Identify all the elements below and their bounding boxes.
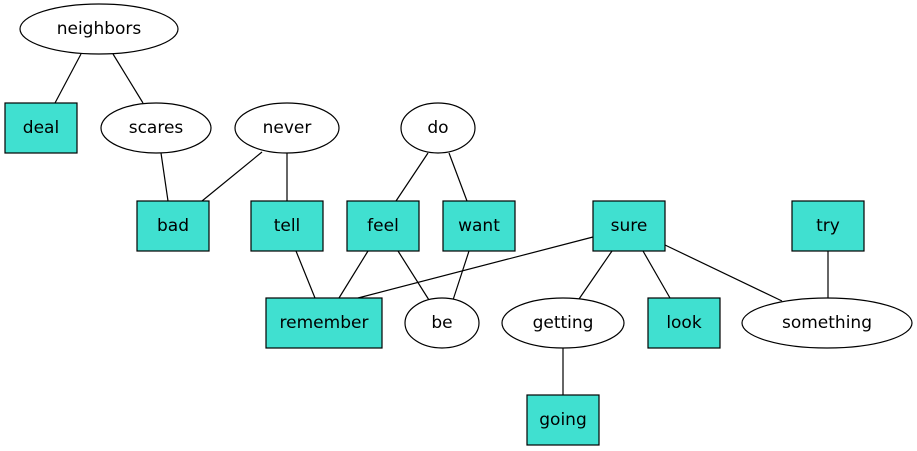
node-be: be: [404, 297, 480, 349]
edge-do-feel: [395, 152, 429, 202]
node-feel-label: feel: [367, 216, 399, 236]
node-tell-box: [250, 200, 324, 252]
node-tell-label: tell: [274, 216, 301, 236]
node-try-label: try: [816, 216, 840, 236]
edge-scares-bad: [160, 152, 169, 202]
edge-do-want: [448, 152, 468, 202]
node-be-ellipse: [404, 297, 480, 349]
node-going-label: going: [539, 410, 586, 430]
edge-tell-remember: [295, 250, 316, 299]
node-getting-ellipse: [501, 297, 625, 349]
node-do-label: do: [427, 118, 448, 138]
node-deal: deal: [4, 102, 78, 154]
node-bad: bad: [136, 200, 210, 252]
node-sure-label: sure: [611, 216, 648, 236]
node-never-ellipse: [234, 102, 340, 154]
node-try: try: [791, 200, 865, 252]
edge-neighbors-deal: [54, 53, 82, 104]
node-look-box: [647, 297, 721, 349]
node-want: want: [442, 200, 516, 252]
edge-sure-something: [664, 244, 783, 302]
node-scares-label: scares: [129, 118, 184, 138]
edge-sure-look: [642, 250, 671, 299]
node-scares-ellipse: [100, 102, 212, 154]
node-going: going: [526, 394, 600, 446]
node-look-label: look: [666, 313, 702, 333]
edge-feel-be: [397, 250, 430, 301]
node-something-label: something: [782, 313, 872, 333]
node-deal-label: deal: [23, 118, 59, 138]
edge-feel-remember: [338, 250, 369, 299]
nodes-layer: neighbors deal scares never do bad tell feel wan…: [4, 3, 913, 446]
node-feel: feel: [346, 200, 420, 252]
node-scares: scares: [100, 102, 212, 154]
node-do: do: [400, 102, 476, 154]
node-getting-label: getting: [533, 313, 594, 333]
edge-sure-getting: [578, 250, 613, 300]
node-sure-box: [592, 200, 666, 252]
node-feel-box: [346, 200, 420, 252]
node-be-label: be: [431, 313, 452, 333]
node-something-ellipse: [741, 297, 913, 349]
node-do-ellipse: [400, 102, 476, 154]
edges-layer: [54, 53, 829, 395]
node-remember-label: remember: [280, 313, 369, 333]
node-getting: getting: [501, 297, 625, 349]
node-remember: remember: [265, 297, 383, 349]
edge-sure-remember: [357, 236, 594, 299]
node-look: look: [647, 297, 721, 349]
node-remember-box: [265, 297, 383, 349]
node-never: never: [234, 102, 340, 154]
node-try-box: [791, 200, 865, 252]
edge-want-be: [452, 250, 470, 301]
node-never-label: never: [263, 118, 312, 138]
node-something: something: [741, 297, 913, 349]
edge-neighbors-scares: [112, 53, 144, 104]
node-bad-box: [136, 200, 210, 252]
node-going-box: [526, 394, 600, 446]
node-tell: tell: [250, 200, 324, 252]
node-deal-box: [4, 102, 78, 154]
node-neighbors: neighbors: [19, 3, 179, 55]
node-bad-label: bad: [157, 216, 189, 236]
node-sure: sure: [592, 200, 666, 252]
edge-never-bad: [201, 151, 263, 202]
node-want-box: [442, 200, 516, 252]
node-neighbors-label: neighbors: [57, 19, 142, 39]
node-neighbors-ellipse: [19, 3, 179, 55]
node-want-label: want: [458, 216, 500, 236]
